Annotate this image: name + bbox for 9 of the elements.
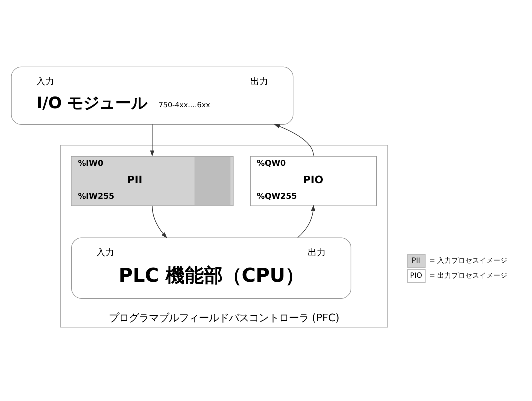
arrow xyxy=(150,124,155,157)
node-box: 入力 出力 I/O モジュール 750-4xx....6xx xyxy=(11,66,294,125)
arrow xyxy=(274,124,314,156)
node-box: 入力 出力 PLC 機能部（CPU） xyxy=(72,238,352,299)
legend-label: PII = 入力プロセスイメージ xyxy=(412,256,508,265)
arrow xyxy=(152,206,168,239)
legend-label: PIO = 出力プロセスイメージ xyxy=(410,271,508,280)
node-box: %QW0 PIO %QW255 xyxy=(250,156,378,206)
arrow xyxy=(298,205,316,238)
